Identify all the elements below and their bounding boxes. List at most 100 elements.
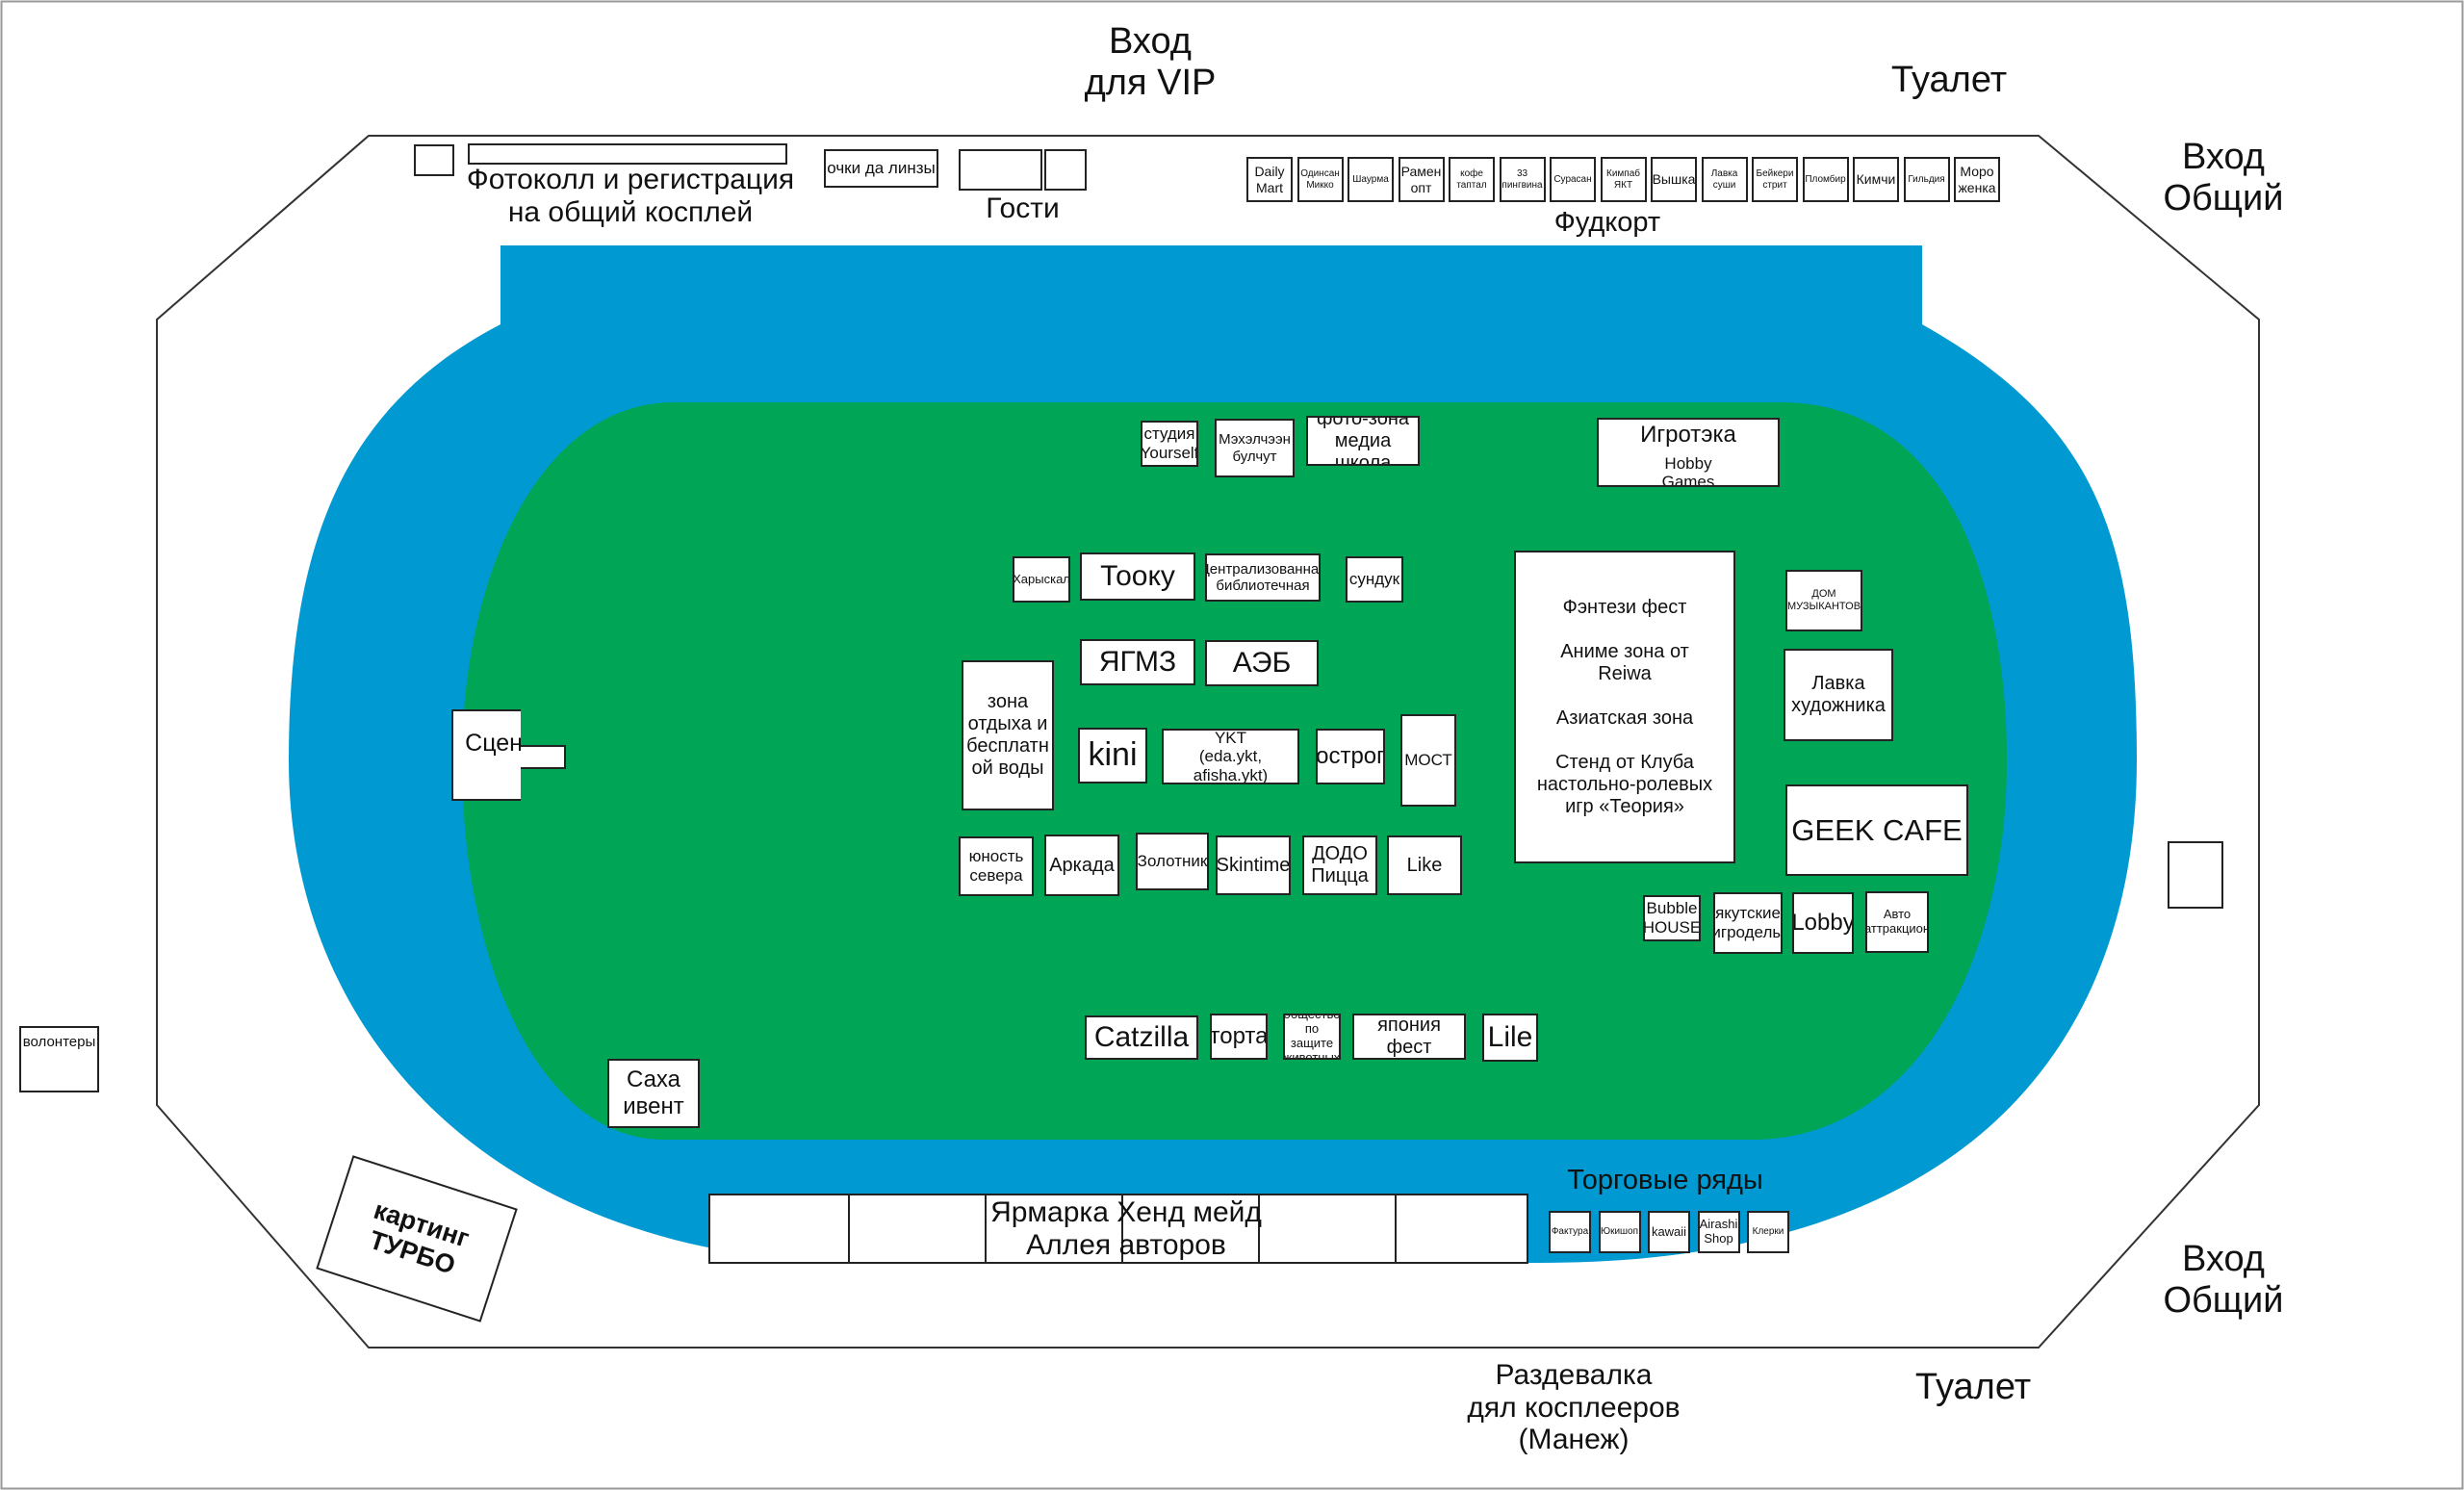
ykt-booth[interactable]: YKT (eda.ykt, afisha.ykt) [1162, 729, 1299, 784]
sakha-event-booth[interactable]: Саха ивент [607, 1059, 700, 1128]
geek-cafe-label: GEEK CAFE [1791, 812, 1963, 847]
food-stall[interactable]: кофе таптал [1449, 157, 1495, 202]
entrance-general-bottom-label: Вход Общий [2163, 1239, 2284, 1321]
yakut-igrodely-booth[interactable]: якутские игроделы [1713, 892, 1783, 954]
trade-stall-label: Airashi Shop [1699, 1217, 1738, 1246]
kharyskhal-booth[interactable]: Харыскал [1013, 556, 1070, 603]
handmade-fair-label: Ярмарка Хенд мейд Аллея авторов [990, 1196, 1262, 1261]
stage-booth[interactable]: Сцена [451, 709, 521, 801]
yagmz-booth[interactable]: ЯГМЗ [1080, 639, 1195, 685]
ostrog-booth[interactable]: острог [1316, 729, 1385, 784]
stage-label: Сцена [465, 730, 521, 758]
avto-attraktsion-booth[interactable]: Авто аттракцион [1865, 891, 1929, 953]
japan-fest-booth[interactable]: япония фест [1352, 1014, 1466, 1060]
food-stall[interactable]: Сурасан [1550, 157, 1596, 202]
most-booth[interactable]: МОСТ [1400, 714, 1456, 807]
ostrog-label: острог [1316, 743, 1385, 770]
trade-stall-label: kawaii [1651, 1223, 1687, 1239]
lobby-booth[interactable]: Lobby [1792, 892, 1854, 954]
food-stall[interactable]: Пломбир [1802, 157, 1849, 202]
food-stall[interactable]: Вышка [1651, 157, 1697, 202]
skintime-booth[interactable]: Skintime [1216, 835, 1291, 895]
dodo-pizza-booth[interactable]: ДОДО Пицца [1302, 835, 1377, 895]
torta-booth[interactable]: торта [1210, 1014, 1268, 1060]
ykt-label: YKT (eda.ykt, afisha.ykt) [1193, 729, 1269, 784]
guests-box-2[interactable] [1044, 149, 1087, 191]
igroteka-booth[interactable]: Игротэка Hobby Games [1597, 418, 1780, 487]
most-label: МОСТ [1404, 751, 1452, 770]
skintime-label: Skintime [1216, 854, 1291, 876]
food-stall[interactable]: Шаурма [1348, 157, 1394, 202]
food-stall[interactable]: Одинсан Микко [1296, 157, 1344, 202]
aeb-booth[interactable]: АЭБ [1205, 640, 1319, 686]
food-stall[interactable]: Рамен опт [1398, 157, 1445, 202]
yunost-severa-booth[interactable]: юность севера [959, 836, 1034, 896]
food-stall[interactable]: 33 пингвина [1499, 157, 1546, 202]
lavka-khudozhnika-booth[interactable]: Лавка художника [1784, 649, 1893, 741]
karting-label: картинг ТУРБО [366, 1195, 474, 1280]
food-stall[interactable]: Моро женка [1954, 157, 2000, 202]
kini-booth[interactable]: kini [1078, 728, 1147, 784]
yagmz-label: ЯГМЗ [1098, 645, 1177, 678]
like-booth[interactable]: Like [1387, 835, 1462, 895]
trade-stall[interactable]: Фактура [1549, 1211, 1591, 1253]
glasses-lenses-label: очки да линзы [827, 159, 936, 178]
handmade-fair-row [708, 1194, 1528, 1264]
central-library-label: Централизованная библиотечная [1205, 560, 1321, 594]
dom-muzykantov-booth[interactable]: ДОМ МУЗЫКАНТОВ [1785, 570, 1862, 631]
animal-society-booth[interactable]: общество по защите животных [1283, 1014, 1341, 1060]
volunteers-booth[interactable]: волонтеры [19, 1026, 99, 1092]
food-stall-label: Гильдия [1908, 173, 1945, 185]
yakut-igrodely-label: якутские игроделы [1713, 904, 1783, 941]
tooku-booth[interactable]: Тооку [1080, 552, 1195, 601]
bubble-house-booth[interactable]: Bubble HOUSE [1643, 895, 1701, 941]
food-stall-label: Сурасан [1553, 173, 1592, 185]
central-library-booth[interactable]: Централизованная библиотечная [1205, 553, 1321, 602]
arkada-booth[interactable]: Аркада [1044, 835, 1119, 896]
rest-zone-booth[interactable]: зона отдыха и бесплатн ой воды [962, 660, 1054, 810]
food-stall[interactable]: Бейкери стрит [1752, 157, 1798, 202]
zolotnik-label: Золотник [1137, 852, 1208, 871]
hobby-games-label: Hobby Games [1661, 453, 1715, 487]
photo-media-school-label: фото-зона медиа школа [1316, 416, 1410, 466]
sunduk-booth[interactable]: сундук [1346, 556, 1403, 603]
yunost-severa-label: юность севера [968, 847, 1024, 885]
geek-cafe-booth[interactable]: GEEK CAFE [1785, 784, 1968, 876]
photo-media-school-booth[interactable]: фото-зона медиа школа [1306, 416, 1420, 466]
glasses-lenses-stall[interactable]: очки да линзы [824, 149, 938, 188]
photocall-small-box[interactable] [414, 144, 454, 176]
guests-box-1[interactable] [959, 149, 1042, 191]
photocall-registration-box[interactable] [468, 143, 787, 165]
food-stall[interactable]: Гильдия [1903, 157, 1950, 202]
food-stall-label: Вышка [1652, 171, 1696, 188]
trade-stall[interactable]: Клерки [1747, 1211, 1789, 1253]
arkada-label: Аркада [1049, 854, 1115, 876]
food-stall[interactable]: Кимчи [1853, 157, 1899, 202]
trade-stall[interactable]: Airashi Shop [1697, 1211, 1740, 1253]
food-stall[interactable]: Кимпаб ЯКТ [1600, 157, 1647, 202]
mekhelchen-booth[interactable]: Мэхэлчээн булчут [1215, 419, 1295, 477]
trade-stall[interactable]: kawaii [1648, 1211, 1690, 1253]
guests-label: Гости [986, 193, 1060, 224]
east-side-box[interactable] [2168, 841, 2223, 909]
food-stall-label: Кимчи [1856, 171, 1896, 188]
studio-yourself-booth[interactable]: студия Yourself [1141, 421, 1198, 467]
fair-divider [1258, 1195, 1260, 1262]
food-stall[interactable]: Лавка суши [1701, 157, 1748, 202]
sakha-event-label: Саха ивент [623, 1066, 684, 1119]
food-stall-label: Одинсан Микко [1300, 168, 1340, 191]
catzilla-booth[interactable]: Catzilla [1085, 1015, 1198, 1060]
aeb-label: АЭБ [1232, 646, 1292, 679]
stage-extension [518, 745, 566, 769]
vip-entrance-label: Вход для VIP [1084, 21, 1217, 103]
zolotnik-booth[interactable]: Золотник [1136, 833, 1209, 890]
trade-stall[interactable]: Юкишоп [1598, 1211, 1641, 1253]
mekhelchen-label: Мэхэлчээн булчут [1219, 431, 1291, 465]
food-stall-label: Моро женка [1958, 164, 1996, 195]
lile-booth[interactable]: Lile [1482, 1014, 1538, 1062]
food-stall[interactable]: Daily Mart [1246, 157, 1293, 202]
fantasy-zone-booth[interactable]: Фэнтези фест Аниме зона от Reiwa Азиатск… [1514, 551, 1735, 863]
food-stall-label: Кимпаб ЯКТ [1606, 168, 1640, 191]
kini-label: kini [1088, 736, 1138, 774]
food-stall-label: Рамен опт [1400, 164, 1442, 195]
